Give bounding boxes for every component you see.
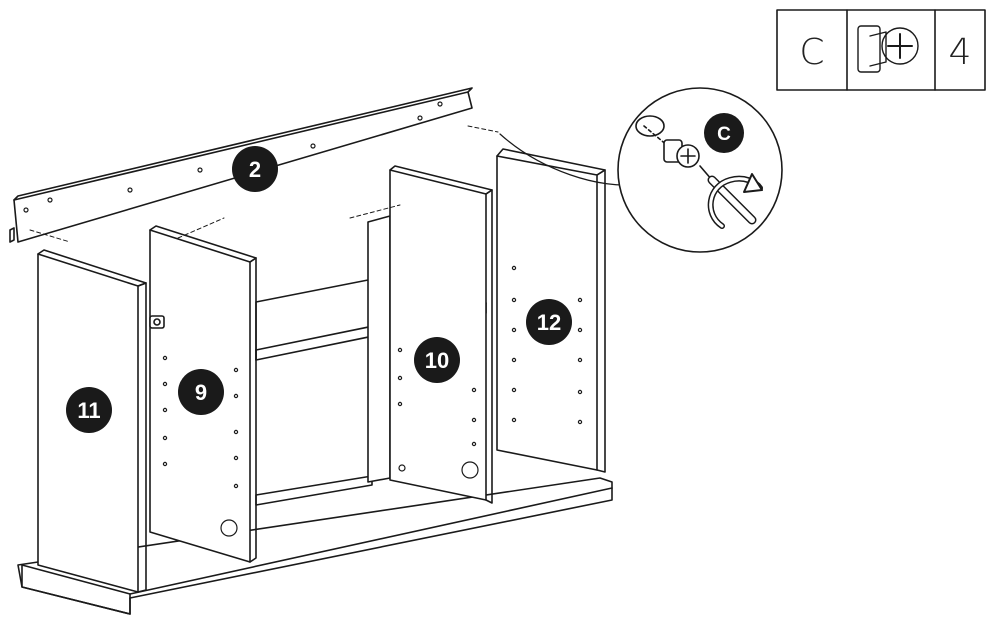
drill-hole bbox=[471, 441, 477, 447]
drill-hole bbox=[461, 461, 479, 479]
cam-lock-fitting-icon bbox=[857, 25, 919, 73]
drill-hole bbox=[233, 429, 239, 435]
drill-hole bbox=[197, 167, 203, 173]
drill-hole bbox=[23, 207, 29, 213]
drill-hole bbox=[511, 417, 517, 423]
badge-detail-c: C bbox=[704, 113, 744, 153]
drill-hole bbox=[233, 393, 239, 399]
drill-hole bbox=[162, 461, 168, 467]
detail-zoom bbox=[617, 87, 783, 253]
drill-hole bbox=[511, 297, 517, 303]
drill-hole bbox=[471, 417, 477, 423]
drill-hole bbox=[233, 455, 239, 461]
drill-hole bbox=[162, 355, 168, 361]
drill-hole bbox=[437, 101, 443, 107]
drill-hole bbox=[511, 265, 517, 271]
legend-quantity: 4 bbox=[949, 32, 972, 73]
drill-hole bbox=[397, 347, 403, 353]
drill-hole bbox=[310, 143, 316, 149]
drill-hole bbox=[511, 387, 517, 393]
drill-hole bbox=[162, 435, 168, 441]
drill-hole bbox=[577, 327, 583, 333]
cam-lock-fitting bbox=[149, 315, 165, 329]
badge-12: 12 bbox=[526, 299, 572, 345]
drill-hole bbox=[233, 367, 239, 373]
drill-hole bbox=[397, 375, 403, 381]
drill-hole bbox=[127, 187, 133, 193]
drill-hole bbox=[220, 519, 238, 537]
drill-hole bbox=[417, 115, 423, 121]
svg-text:9: 9 bbox=[195, 380, 207, 405]
drill-hole bbox=[577, 389, 583, 395]
assembly-guides bbox=[29, 125, 499, 243]
drill-hole bbox=[397, 401, 403, 407]
drill-hole bbox=[233, 483, 239, 489]
base-plinth bbox=[17, 477, 613, 615]
hardware-legend bbox=[776, 9, 986, 91]
badge-10: 10 bbox=[414, 337, 460, 383]
badge-11: 11 bbox=[66, 387, 112, 433]
badge-2: 2 bbox=[232, 146, 278, 192]
badge-9: 9 bbox=[178, 369, 224, 415]
drill-hole bbox=[471, 387, 477, 393]
drill-hole bbox=[47, 197, 53, 203]
clockwise-arrow-icon bbox=[707, 173, 763, 229]
drill-hole bbox=[577, 297, 583, 303]
panel-10 bbox=[389, 165, 493, 504]
drill-hole bbox=[577, 419, 583, 425]
drill-hole bbox=[162, 381, 168, 387]
drill-hole bbox=[511, 357, 517, 363]
drill-hole bbox=[162, 407, 168, 413]
cam-lock-detail bbox=[663, 139, 700, 168]
drill-hole bbox=[577, 357, 583, 363]
drill-holes bbox=[23, 101, 583, 537]
svg-text:10: 10 bbox=[425, 348, 449, 373]
drill-hole bbox=[511, 327, 517, 333]
legend-letter: C bbox=[799, 32, 824, 73]
svg-text:C: C bbox=[717, 124, 731, 145]
drill-hole bbox=[398, 464, 406, 472]
svg-text:2: 2 bbox=[249, 157, 261, 182]
svg-text:11: 11 bbox=[77, 398, 100, 423]
svg-text:12: 12 bbox=[537, 310, 561, 335]
